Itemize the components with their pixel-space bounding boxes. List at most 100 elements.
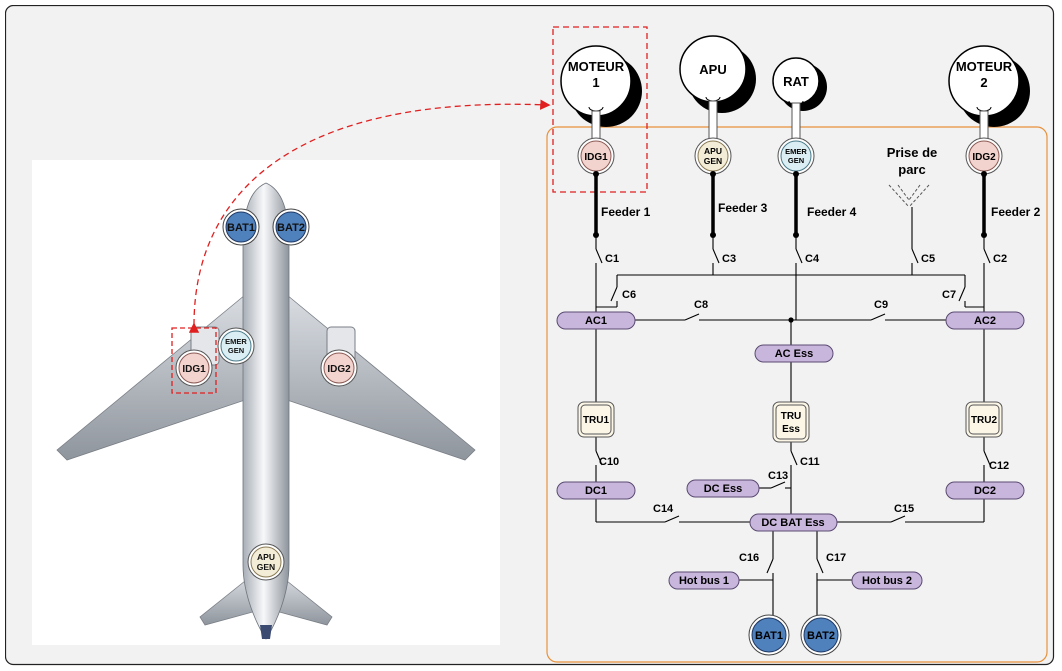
aircraft-emer-gen-label: GEN xyxy=(228,346,244,355)
feeder2-label: Feeder 2 xyxy=(991,205,1041,219)
aircraft-apu-gen-label: GEN xyxy=(257,562,275,572)
apu-engine: APU xyxy=(679,35,756,113)
c5-label: C5 xyxy=(921,253,935,265)
emer-generator: EMER GEN xyxy=(777,137,815,175)
c13-label: C13 xyxy=(768,470,788,482)
c9-label: C9 xyxy=(874,299,888,311)
c17-label: C17 xyxy=(826,552,846,564)
aircraft-idg2: IDG2 xyxy=(320,349,358,387)
bus-ac1-label: AC1 xyxy=(585,315,607,327)
tru1: TRU1 xyxy=(577,401,615,438)
battery-bat1-label: BAT1 xyxy=(755,630,783,642)
tail-cone xyxy=(260,625,272,639)
aircraft-emer-label: EMER xyxy=(225,337,247,346)
battery-bat1: BAT1 xyxy=(748,614,790,656)
idg2-generator: IDG2 xyxy=(965,137,1003,175)
bus-hot-2: Hot bus 2 xyxy=(851,571,923,590)
bus-dc1-label: DC1 xyxy=(585,485,607,497)
c11-label: C11 xyxy=(800,456,820,468)
bus-hot-1: Hot bus 1 xyxy=(668,571,740,590)
moteur1: MOTEUR 1 xyxy=(560,45,642,127)
aircraft-emer-gen: EMER GEN xyxy=(217,327,255,365)
aircraft-bat1-label: BAT1 xyxy=(227,222,255,234)
figure-frame: BAT1 BAT2 IDG1 EMER GEN IDG2 APU GEN MOT… xyxy=(4,4,1055,666)
bus-dc1: DC1 xyxy=(556,481,636,500)
c3-label: C3 xyxy=(722,253,736,265)
moteur1-highlight-box xyxy=(552,26,648,193)
c1-label: C1 xyxy=(605,253,619,265)
tru2-label: TRU2 xyxy=(971,415,998,426)
c7-label: C7 xyxy=(942,289,956,301)
buses: AC1 AC2 AC Ess DC1 DC2 DC Ess DC BAT Ess xyxy=(556,311,1025,590)
aircraft-bat2: BAT2 xyxy=(272,208,310,246)
aircraft-idg1-label: IDG1 xyxy=(182,364,206,375)
link-arrow xyxy=(188,99,551,333)
battery-bat2: BAT2 xyxy=(800,614,842,656)
apu-label: APU xyxy=(699,62,726,77)
contactor-labels: C1 C3 C4 C5 C2 C6 C7 C8 C9 C10 C11 C12 C… xyxy=(599,253,1009,564)
emer-gen-label-2: GEN xyxy=(788,156,804,165)
bus-ac-ess: AC Ess xyxy=(754,344,834,363)
apu-generator: APU GEN xyxy=(694,137,732,175)
aircraft-idg1: IDG1 xyxy=(175,349,213,387)
apu-gen-label-1: APU xyxy=(704,146,722,156)
battery-bat2-label: BAT2 xyxy=(807,630,835,642)
bus-dc-ess-label: DC Ess xyxy=(704,483,743,495)
feeder-nodes xyxy=(593,171,987,238)
c2-label: C2 xyxy=(993,253,1007,265)
idg1-label: IDG1 xyxy=(584,152,608,163)
apu-gen-label-2: GEN xyxy=(704,156,722,166)
tru-ess-label-2: Ess xyxy=(782,424,800,435)
bus-dc-ess: DC Ess xyxy=(686,479,760,498)
prise-de-parc-label-1: Prise de xyxy=(887,145,938,160)
tru1-label: TRU1 xyxy=(583,415,610,426)
aircraft-apu-gen: APU GEN xyxy=(247,543,285,581)
bus-dc-bat-ess: DC BAT Ess xyxy=(749,513,838,532)
wiring xyxy=(595,207,991,617)
feeder4-label: Feeder 4 xyxy=(807,205,857,219)
bus-ac-ess-label: AC Ess xyxy=(775,348,814,360)
moteur1-number: 1 xyxy=(592,75,599,90)
c6-label: C6 xyxy=(622,289,636,301)
feeder-lines xyxy=(594,174,986,235)
moteur1-label: MOTEUR xyxy=(568,59,625,74)
aircraft-bat1: BAT1 xyxy=(222,208,260,246)
c12-label: C12 xyxy=(989,460,1009,472)
tru2: TRU2 xyxy=(965,401,1003,438)
bus-dc2-label: DC2 xyxy=(974,485,996,497)
idg2-label: IDG2 xyxy=(972,152,996,163)
aircraft-bat2-label: BAT2 xyxy=(277,222,305,234)
bus-ac2-label: AC2 xyxy=(974,315,996,327)
aircraft-apu-label: APU xyxy=(257,552,275,562)
rat-label: RAT xyxy=(783,74,809,89)
feeder1-label: Feeder 1 xyxy=(601,205,651,219)
trus: TRU1 TRU Ess TRU2 xyxy=(577,401,1003,443)
idg1-highlight-box xyxy=(171,327,217,394)
moteur2-number: 2 xyxy=(980,75,987,90)
c4-label: C4 xyxy=(805,253,820,265)
c10-label: C10 xyxy=(599,456,619,468)
prise-de-parc-label-2: parc xyxy=(898,162,925,177)
c16-label: C16 xyxy=(739,552,759,564)
c8-label: C8 xyxy=(694,299,708,311)
bus-ac2: AC2 xyxy=(945,311,1025,330)
prise-de-parc: Prise de parc xyxy=(887,145,938,208)
tru-ess-label-1: TRU xyxy=(781,411,802,422)
tru-ess: TRU Ess xyxy=(772,401,810,443)
bus-ac1: AC1 xyxy=(556,311,636,330)
idg1-generator: IDG1 xyxy=(577,137,615,175)
moteur2-label: MOTEUR xyxy=(956,59,1013,74)
bus-hot-1-label: Hot bus 1 xyxy=(679,575,729,587)
aircraft-idg2-label: IDG2 xyxy=(327,364,351,375)
electrical-diagram: BAT1 BAT2 IDG1 EMER GEN IDG2 APU GEN MOT… xyxy=(4,4,1055,666)
ac-junction xyxy=(788,317,794,323)
feeder3-label: Feeder 3 xyxy=(718,201,768,215)
bus-dc2: DC2 xyxy=(945,481,1025,500)
emer-gen-label-1: EMER xyxy=(785,147,807,156)
c14-label: C14 xyxy=(653,503,674,515)
moteur2: MOTEUR 2 xyxy=(948,45,1030,127)
bus-hot-2-label: Hot bus 2 xyxy=(862,575,912,587)
c15-label: C15 xyxy=(894,503,914,515)
bus-dc-bat-ess-label: DC BAT Ess xyxy=(761,517,824,529)
rat-engine: RAT xyxy=(772,57,827,111)
